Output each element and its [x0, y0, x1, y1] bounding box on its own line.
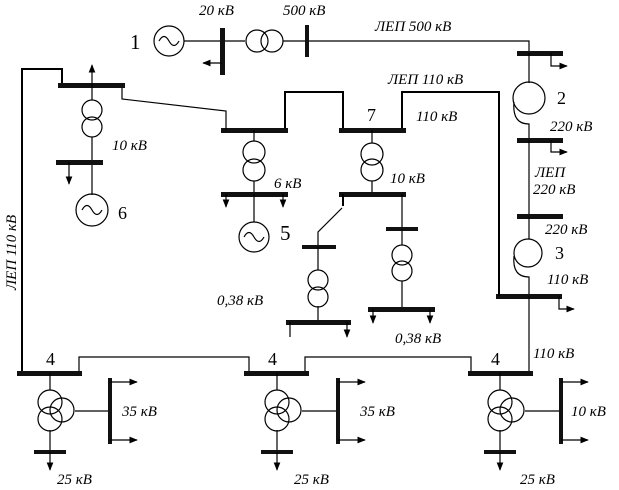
bus-220kv-sub3 — [517, 214, 563, 219]
line-110kv-ring — [78, 356, 472, 373]
voltage-label: 10 кВ — [571, 404, 606, 420]
generator-1 — [153, 25, 185, 57]
line-bus6-bus5 — [121, 86, 227, 130]
substation-4-right — [468, 371, 589, 471]
voltage-label: 25 кВ — [520, 472, 555, 488]
voltage-label: 0,38 кВ — [217, 293, 263, 309]
voltage-label: 110 кВ — [547, 272, 588, 288]
bus-0.38kv-left — [286, 320, 351, 325]
line-label: ЛЕП 110 кВ — [4, 215, 20, 291]
substation-4-left — [17, 371, 138, 471]
load-arrow — [289, 322, 347, 337]
node-label-4: 4 — [46, 349, 55, 369]
voltage-label: 25 кВ — [294, 472, 329, 488]
line-label: ЛЕП 110 кВ — [387, 72, 463, 88]
transformer-icon — [245, 29, 284, 53]
bus-220kv-sub2 — [517, 138, 563, 143]
transformer-icon — [391, 244, 413, 282]
line-label: 220 кВ — [533, 182, 575, 198]
node-label-6: 6 — [118, 203, 127, 223]
voltage-label: 25 кВ — [57, 472, 92, 488]
node-label-3: 3 — [555, 243, 564, 263]
voltage-label: 110 кВ — [416, 109, 457, 125]
bus-20kv — [220, 28, 225, 75]
line-bus7-bus5 — [284, 91, 344, 130]
substation-4-middle — [244, 371, 366, 471]
transformer-icon — [307, 269, 329, 308]
voltage-label: 0,38 кВ — [395, 331, 441, 347]
line-110kv-left — [21, 68, 63, 373]
bus-0.38kv-right — [368, 307, 435, 312]
line-500kv — [283, 40, 530, 53]
voltage-label: 35 кВ — [121, 404, 157, 420]
generator-5 — [238, 221, 270, 253]
bus-10kv-branch — [302, 245, 336, 249]
voltage-label: 35 кВ — [359, 404, 395, 420]
load-arrow — [558, 296, 575, 313]
generator-6 — [75, 193, 109, 227]
load-arrow — [550, 53, 568, 70]
node-label-5: 5 — [280, 221, 291, 245]
bus-500kv-sub2 — [517, 51, 563, 56]
bus-10kv-7 — [339, 192, 406, 197]
voltage-label: 220 кВ — [550, 119, 592, 135]
bus-500kv — [305, 25, 309, 57]
autotransformer-2-icon — [512, 81, 546, 140]
node-label-1: 1 — [130, 30, 141, 54]
node-label-4: 4 — [491, 349, 500, 369]
transformer-icon — [81, 99, 103, 138]
autotransformer-3-icon — [513, 238, 543, 296]
line-110kv-lep — [401, 91, 500, 296]
voltage-label: 500 кВ — [283, 3, 325, 19]
bus-10kv-6 — [56, 160, 103, 165]
voltage-label: 110 кВ — [533, 346, 574, 362]
transformer-icon — [360, 142, 384, 182]
voltage-label: 6 кВ — [274, 176, 301, 192]
line-label: ЛЕП — [534, 165, 566, 181]
voltage-label: 10 кВ — [390, 171, 425, 187]
switch-icon — [317, 207, 343, 247]
line-label: ЛЕП 500 кВ — [374, 19, 451, 35]
voltage-label: 20 кВ — [199, 3, 234, 19]
load-arrow — [550, 140, 568, 156]
voltage-label: 220 кВ — [545, 222, 587, 238]
node-label-2: 2 — [557, 88, 566, 108]
transformer-icon — [242, 140, 266, 182]
node-label-7: 7 — [367, 105, 376, 125]
node-label-4: 4 — [268, 349, 277, 369]
voltage-label: 10 кВ — [112, 138, 147, 154]
